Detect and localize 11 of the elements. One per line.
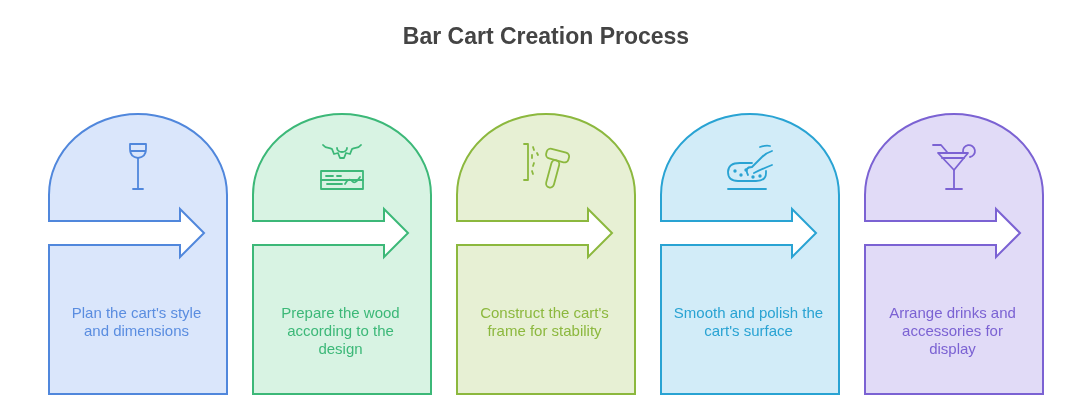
- step-text: Plan the cart's style and dimensions: [70, 304, 203, 340]
- arch-card: [48, 113, 228, 395]
- step-text: Construct the cart's frame for stability: [479, 304, 610, 340]
- step-text: Smooth and polish the cart's surface: [673, 304, 824, 340]
- step-text: Prepare the wood according to the design: [280, 304, 401, 358]
- arch-card: [456, 113, 636, 395]
- arch-card: [252, 113, 432, 395]
- step-text: Arrange drinks and accessories for display: [888, 304, 1017, 358]
- diagram-title: Bar Cart Creation Process: [402, 22, 690, 50]
- arch-card: [864, 113, 1044, 395]
- arch-card: [660, 113, 840, 395]
